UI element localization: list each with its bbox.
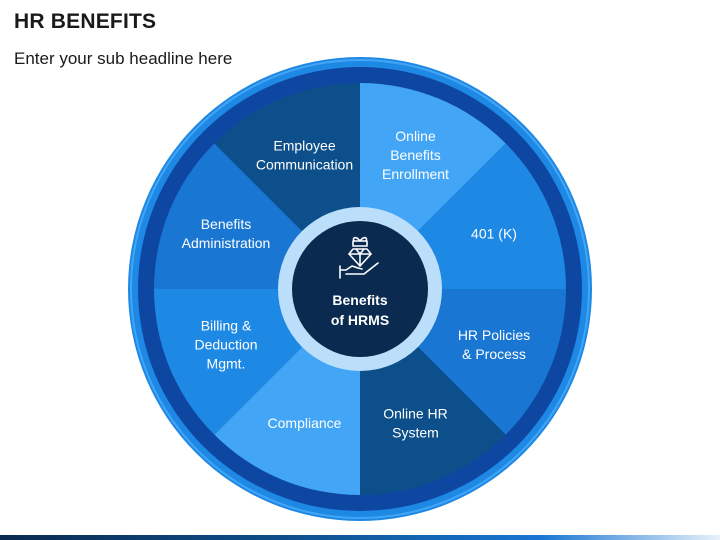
segment-label-line: System [392, 425, 439, 441]
outer-ring-edge [130, 59, 590, 519]
segment-label-line: Benefits [201, 216, 252, 232]
segment-label-line: Administration [182, 235, 271, 251]
segment-label-line: Online [395, 128, 436, 144]
center-circle [292, 221, 428, 357]
page-subtitle: Enter your sub headline here [14, 49, 233, 68]
center-label-line-2: of HRMS [331, 312, 389, 328]
page-title: HR BENEFITS [14, 10, 157, 33]
segment-label-line: Deduction [194, 337, 257, 353]
segment-label-line: Mgmt. [207, 356, 246, 372]
segment-label-line: 401 (K) [471, 226, 517, 242]
segment-label-line: Enrollment [382, 166, 449, 182]
segment-label-line: Communication [256, 157, 353, 173]
bottom-accent-bar [0, 535, 720, 540]
hand-diamond-gift-icon [339, 236, 379, 279]
segment-label-line: & Process [462, 346, 526, 362]
segment-label-line: Online HR [383, 406, 448, 422]
segment-label-line: Billing & [201, 318, 252, 334]
segment-label-line: Compliance [268, 415, 342, 431]
segment-label-line: HR Policies [458, 327, 530, 343]
center-label-line-1: Benefits [332, 292, 387, 308]
segment-label-line: Employee [273, 138, 335, 154]
segment-label-line: Benefits [390, 147, 441, 163]
